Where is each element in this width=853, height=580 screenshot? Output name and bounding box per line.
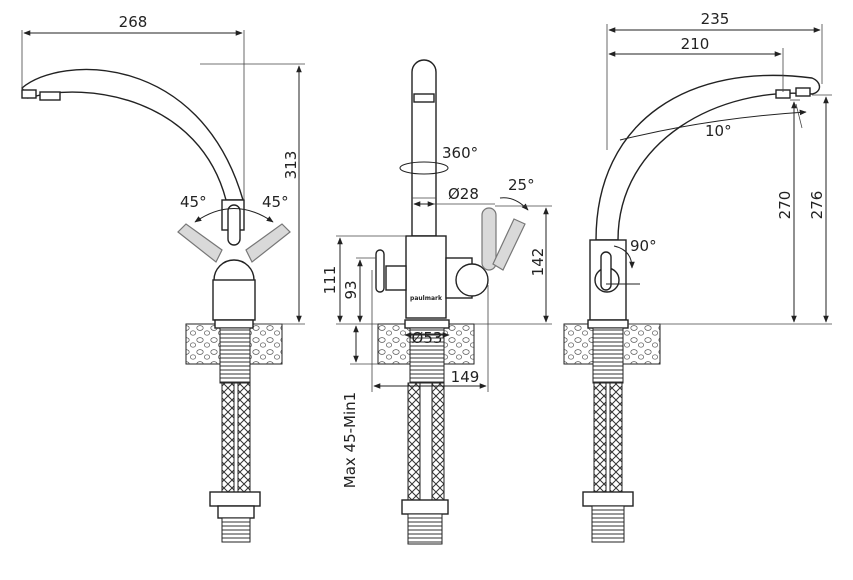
right-hose-2 — [609, 382, 623, 494]
front-handle-upright — [481, 207, 497, 271]
dim-height: 313 — [282, 151, 300, 180]
left-end-thread — [221, 517, 251, 543]
right-end-thread — [591, 505, 625, 543]
left-spout — [21, 68, 244, 201]
brand-logo: paulmark — [410, 295, 443, 302]
front-cartridge — [455, 263, 489, 297]
right-spout — [595, 74, 821, 241]
dim-height-handle: 142 — [529, 248, 547, 277]
right-thread — [592, 327, 624, 384]
left-nut — [209, 491, 261, 507]
left-center-handle — [227, 204, 241, 246]
front-view: paulmark 360° Ø28 25° 142 111 — [321, 59, 552, 545]
left-hose-2 — [237, 382, 251, 494]
right-nut — [582, 491, 634, 507]
front-aerator — [413, 93, 435, 103]
left-handle-left — [177, 223, 223, 263]
left-aerator — [21, 89, 37, 99]
front-end-thread — [407, 513, 443, 545]
front-hose-2 — [431, 382, 445, 504]
front-spout — [411, 59, 437, 237]
dim-height-body: 111 — [321, 266, 339, 295]
front-left-boss — [385, 265, 407, 291]
front-lever — [375, 249, 385, 293]
left-body — [212, 279, 256, 321]
right-hose-1 — [593, 382, 607, 494]
front-body — [405, 235, 447, 319]
dim-handle-angle: 25° — [508, 176, 535, 194]
left-flange — [214, 319, 254, 329]
right-aerator-tip — [795, 87, 811, 97]
dim-base-diameter: Ø53 — [412, 329, 443, 347]
dim-spout-tilt: 10° — [705, 122, 732, 140]
dim-height-total: 276 — [808, 191, 826, 220]
dim-lever-angle: 90° — [630, 237, 657, 255]
left-handle-right — [245, 223, 291, 263]
right-view: 235 210 10° 90° 270 276 — [563, 10, 832, 543]
angle-left: 45° — [180, 193, 207, 211]
dim-reach-outer: 235 — [701, 10, 730, 28]
dim-mount-thickness: Max 45-Min1 — [341, 392, 359, 488]
front-hose-1 — [407, 382, 421, 504]
front-handle-tilted — [492, 218, 526, 271]
right-flange — [587, 319, 629, 329]
left-view: 268 313 45° 45° — [21, 13, 305, 543]
angle-right: 45° — [262, 193, 289, 211]
front-nut — [401, 499, 449, 515]
dim-height-lever: 93 — [342, 280, 360, 299]
dim-spout-diameter: Ø28 — [448, 185, 479, 203]
front-flange — [404, 319, 450, 329]
dim-width-reach: 268 — [119, 13, 148, 31]
dim-reach-inner: 210 — [681, 35, 710, 53]
left-thread — [219, 327, 251, 384]
left-aerator-tip — [39, 91, 61, 101]
angle-arc — [194, 208, 274, 223]
dim-width: 149 — [451, 368, 480, 386]
dim-rotation: 360° — [442, 144, 478, 162]
rotation-ellipse — [399, 161, 449, 175]
right-lever — [600, 251, 612, 291]
left-nut-2 — [217, 505, 255, 519]
dim-height-spout: 270 — [776, 191, 794, 220]
left-hose-1 — [221, 382, 235, 494]
